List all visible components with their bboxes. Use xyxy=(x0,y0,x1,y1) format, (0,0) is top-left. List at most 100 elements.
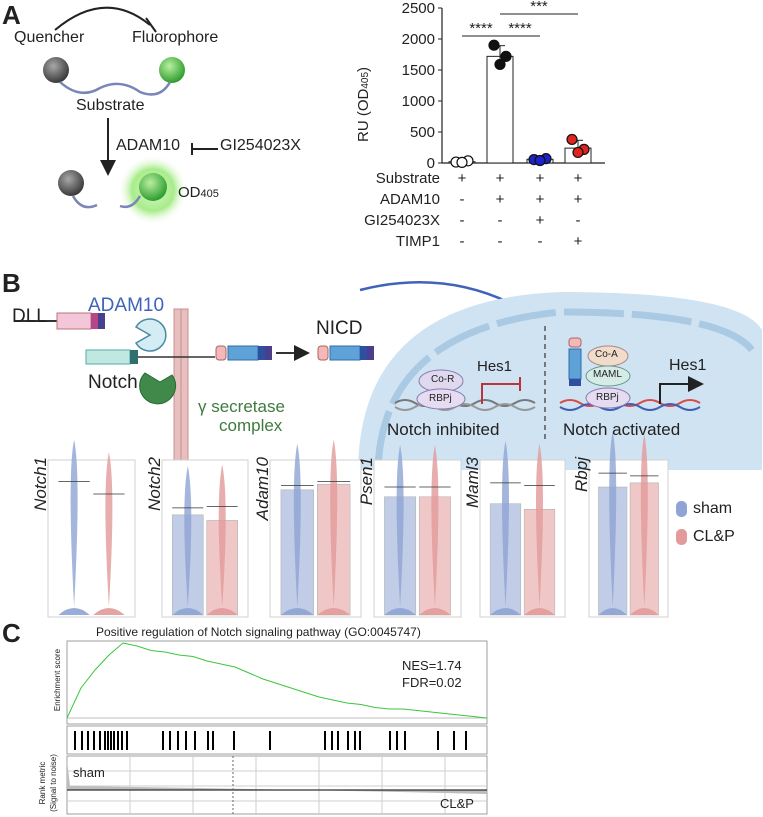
rbpj-left xyxy=(416,388,466,410)
treatment-row-label: Substrate xyxy=(375,170,440,187)
treatment-cell: + xyxy=(495,170,505,187)
data-point xyxy=(494,58,506,71)
violin-base xyxy=(630,608,659,615)
fret-schematic xyxy=(43,6,218,225)
hes1-activation xyxy=(659,376,704,404)
y-tick-label: 0 xyxy=(427,155,435,172)
gene-label: Rbpj xyxy=(572,457,591,492)
violin-base xyxy=(206,608,238,615)
notch-pathway-schematic xyxy=(14,280,762,471)
hes1-left-label: Hes1 xyxy=(477,358,513,375)
legend-label-sham: sham xyxy=(693,500,733,517)
legend-swatch-clp xyxy=(676,529,687,545)
legend-item-sham: sham xyxy=(676,500,735,518)
violin-base xyxy=(280,608,314,615)
notch-label: Notch xyxy=(88,372,138,393)
violin-shape xyxy=(536,443,543,607)
fluorophore-ball xyxy=(159,57,185,83)
treatment-cell: - xyxy=(459,212,465,229)
maml-label: MAML xyxy=(593,369,622,380)
violin-shape xyxy=(218,464,226,607)
significance-label: **** xyxy=(508,20,532,37)
dll-ligand xyxy=(56,312,105,330)
substrate-label: Substrate xyxy=(76,97,145,114)
bar xyxy=(486,55,514,164)
treatment-cell: + xyxy=(573,191,583,208)
y-tick-label: 1500 xyxy=(402,62,435,79)
treatment-cell: - xyxy=(459,191,465,208)
gsea-ylabel: Enrichment score xyxy=(53,648,62,712)
violin-shape xyxy=(431,445,439,607)
treatment-row-label: ADAM10 xyxy=(379,191,440,208)
treatment-row: GI254023X--+- xyxy=(355,212,595,232)
violin-plots xyxy=(47,431,669,618)
treatment-cell: - xyxy=(459,233,465,250)
data-point xyxy=(534,154,546,167)
quencher-ball xyxy=(43,57,69,83)
treatment-cell: + xyxy=(495,191,505,208)
inhibition-arc xyxy=(54,6,151,31)
co-r-label: Co-R xyxy=(431,374,455,385)
violin-shape xyxy=(609,431,617,607)
es-frame xyxy=(66,640,488,725)
y-tick-label: 2500 xyxy=(402,0,435,17)
treatment-row: TIMP1---+ xyxy=(355,233,595,253)
y-tick-label: 1000 xyxy=(402,93,435,110)
violin-base xyxy=(598,608,627,615)
violin-base xyxy=(317,608,351,615)
gsea-plot xyxy=(66,640,488,815)
data-point xyxy=(572,146,584,159)
hit-ticks xyxy=(74,731,467,750)
adam10-label-b: ADAM10 xyxy=(88,295,165,316)
notch-inhibited-label: Notch inhibited xyxy=(387,420,500,439)
data-point xyxy=(488,39,500,51)
quencher-label: Quencher xyxy=(14,29,85,46)
panel-letter-b: B xyxy=(2,268,21,298)
gamma-label-1: γ secretase xyxy=(198,397,285,416)
nes-value: NES=1.74 xyxy=(402,658,462,673)
rank-sham-label: sham xyxy=(73,765,105,780)
od405-label: OD405 xyxy=(178,184,219,201)
legend-item-clp: CL&P xyxy=(676,528,735,546)
significance-label: **** xyxy=(469,20,493,37)
gene-label: Adam10 xyxy=(253,457,272,521)
nicd-bound xyxy=(568,337,582,386)
gene-label: Psen1 xyxy=(357,457,376,506)
panel-letter-c: C xyxy=(2,618,21,648)
dna-left xyxy=(394,399,536,407)
treatment-row: ADAM10-+++ xyxy=(355,191,595,211)
violin-base xyxy=(490,608,521,615)
y-tick-label: 500 xyxy=(410,124,435,141)
data-point xyxy=(500,50,512,62)
violin-shape xyxy=(502,440,509,607)
notch-activated-label: Notch activated xyxy=(563,420,681,439)
hes1-repression xyxy=(481,383,520,404)
gene-label: Maml3 xyxy=(463,457,482,509)
violin-legend: sham CL&P xyxy=(676,500,735,546)
violin-base xyxy=(384,608,416,615)
violin-shape xyxy=(396,445,404,607)
dll-label: DLL xyxy=(12,306,47,327)
significance-label: *** xyxy=(530,0,548,15)
treatment-cell: + xyxy=(573,170,583,187)
violin-base xyxy=(172,608,204,615)
cleaved-quencher xyxy=(58,170,84,196)
violin-shape xyxy=(184,465,192,607)
gsea-title: Positive regulation of Notch signaling p… xyxy=(96,625,421,639)
violin-panel xyxy=(47,459,136,618)
violin-base xyxy=(524,608,555,615)
treatment-cell: - xyxy=(537,233,543,250)
adam10-enzyme xyxy=(134,318,167,352)
substrate-chain xyxy=(59,81,172,96)
adam10-label-a: ADAM10 xyxy=(116,137,181,154)
data-point xyxy=(456,156,468,168)
violin-base xyxy=(419,608,451,615)
data-point xyxy=(566,133,578,146)
legend-label-clp: CL&P xyxy=(693,528,735,545)
violin-base xyxy=(93,608,125,615)
notch-receptor xyxy=(85,345,272,365)
treatment-cell: + xyxy=(457,170,467,187)
enrichment-curve xyxy=(66,642,488,719)
rank-label-2: (Signal to noise) xyxy=(49,754,58,812)
